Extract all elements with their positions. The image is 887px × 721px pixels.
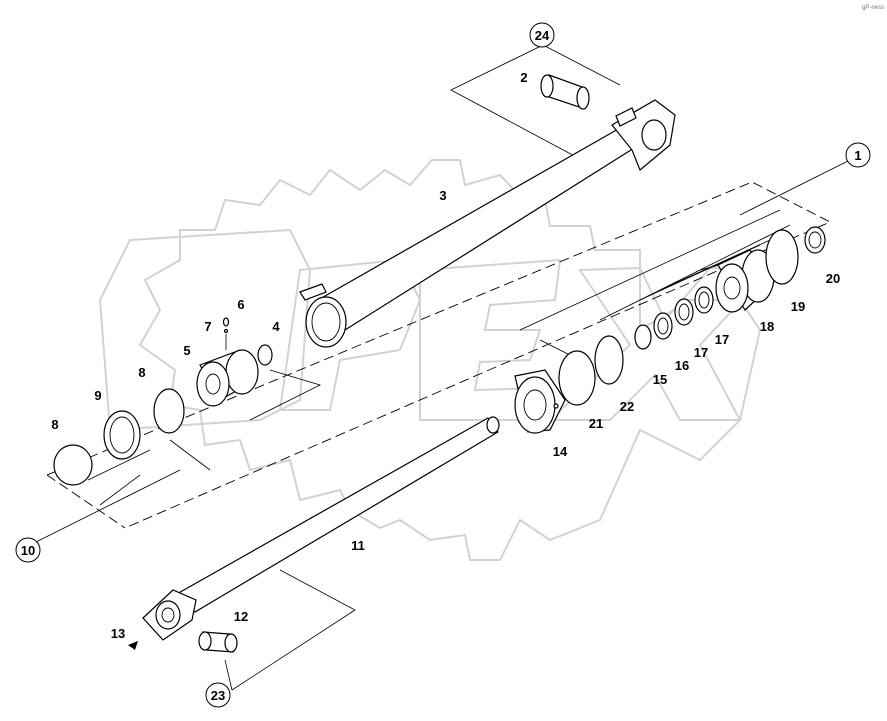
svg-text:24: 24	[535, 28, 550, 43]
pin-6-7	[222, 317, 230, 350]
callout-14: 14	[553, 444, 568, 459]
ring-8-lower	[53, 444, 93, 486]
callout-9: 9	[94, 388, 101, 403]
callout-labels: 2 3 4 5 6 7 8 8 9 11 12 13 14 15 16 17 1…	[51, 70, 840, 641]
callout-2: 2	[520, 70, 527, 85]
head-18	[715, 249, 775, 313]
arrow-13	[128, 641, 138, 650]
bushing-2	[540, 74, 590, 110]
ring-20	[804, 226, 826, 254]
ring-17-a	[674, 298, 694, 326]
callout-8-lower: 8	[51, 417, 58, 432]
callout-13: 13	[111, 626, 125, 641]
callout-21: 21	[589, 416, 603, 431]
rod-eye-13	[142, 589, 197, 641]
ring-8-upper	[153, 388, 185, 434]
callout-15: 15	[653, 372, 667, 387]
bushing-12	[198, 631, 238, 653]
svg-text:23: 23	[211, 688, 225, 703]
ring-19	[765, 229, 799, 285]
svg-text:1: 1	[854, 148, 861, 163]
ring-21	[558, 350, 596, 406]
callout-16: 16	[675, 358, 689, 373]
ring-17-b	[694, 286, 714, 314]
o-ring-4	[257, 344, 273, 366]
callout-23: 23	[205, 682, 231, 708]
wear-ring-9	[103, 410, 141, 460]
callout-6: 6	[237, 297, 244, 312]
piston-rod-11	[173, 416, 500, 613]
piston-5	[196, 349, 259, 407]
gland-14	[514, 369, 566, 434]
ring-16	[653, 312, 673, 340]
callout-8-upper: 8	[138, 365, 145, 380]
callout-4: 4	[272, 319, 280, 334]
callout-3: 3	[439, 188, 446, 203]
cylinder-barrel-3	[299, 99, 676, 348]
callout-11: 11	[351, 538, 365, 553]
ring-22	[594, 335, 624, 385]
callout-10: 10	[15, 537, 41, 563]
callout-7: 7	[204, 319, 211, 334]
callout-19: 19	[791, 299, 805, 314]
callout-20: 20	[826, 271, 840, 286]
ring-15	[634, 324, 652, 350]
callout-17-b: 17	[715, 332, 729, 347]
corner-tag: gP-ness	[862, 5, 884, 11]
callout-22: 22	[620, 399, 634, 414]
svg-text:10: 10	[21, 543, 35, 558]
callout-24: 24	[529, 22, 555, 48]
callout-12: 12	[234, 609, 248, 624]
callout-18: 18	[760, 319, 774, 334]
callout-1: 1	[845, 142, 871, 168]
callout-5: 5	[183, 343, 190, 358]
assembly-boundary	[46, 181, 832, 529]
callout-17-a: 17	[694, 345, 708, 360]
